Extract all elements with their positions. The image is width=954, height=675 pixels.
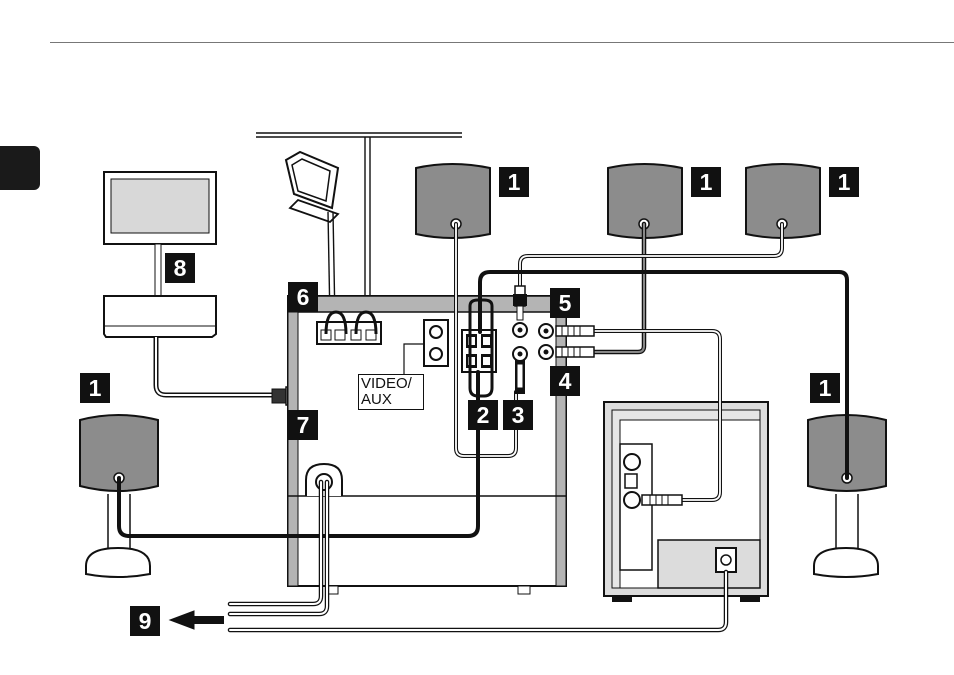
tv-monitor (104, 172, 216, 296)
callout-digital-in: 7 (288, 410, 318, 440)
callout-antenna: 6 (288, 282, 318, 312)
video-aux-label-line1: VIDEO/ (361, 376, 423, 392)
video-device (104, 296, 216, 337)
callout-speaker-front-left: 1 (499, 167, 529, 197)
callout-speaker-left: 1 (80, 373, 110, 403)
callout-speaker-center: 1 (691, 167, 721, 197)
callout-surround-jacks: 3 (503, 400, 533, 430)
callout-speaker-terminals: 2 (468, 400, 498, 430)
speaker-front-left (416, 164, 490, 238)
video-aux-label: VIDEO/ AUX (358, 374, 424, 410)
callout-speaker-right: 1 (810, 373, 840, 403)
callout-power: 9 (130, 606, 160, 636)
callout-speaker-front-right: 1 (829, 167, 859, 197)
video-aux-label-line2: AUX (361, 392, 423, 408)
callout-tv: 8 (165, 253, 195, 283)
callout-audio-out: 4 (550, 366, 580, 396)
callout-subwoofer-out: 5 (550, 288, 580, 318)
power-arrow (170, 611, 224, 629)
